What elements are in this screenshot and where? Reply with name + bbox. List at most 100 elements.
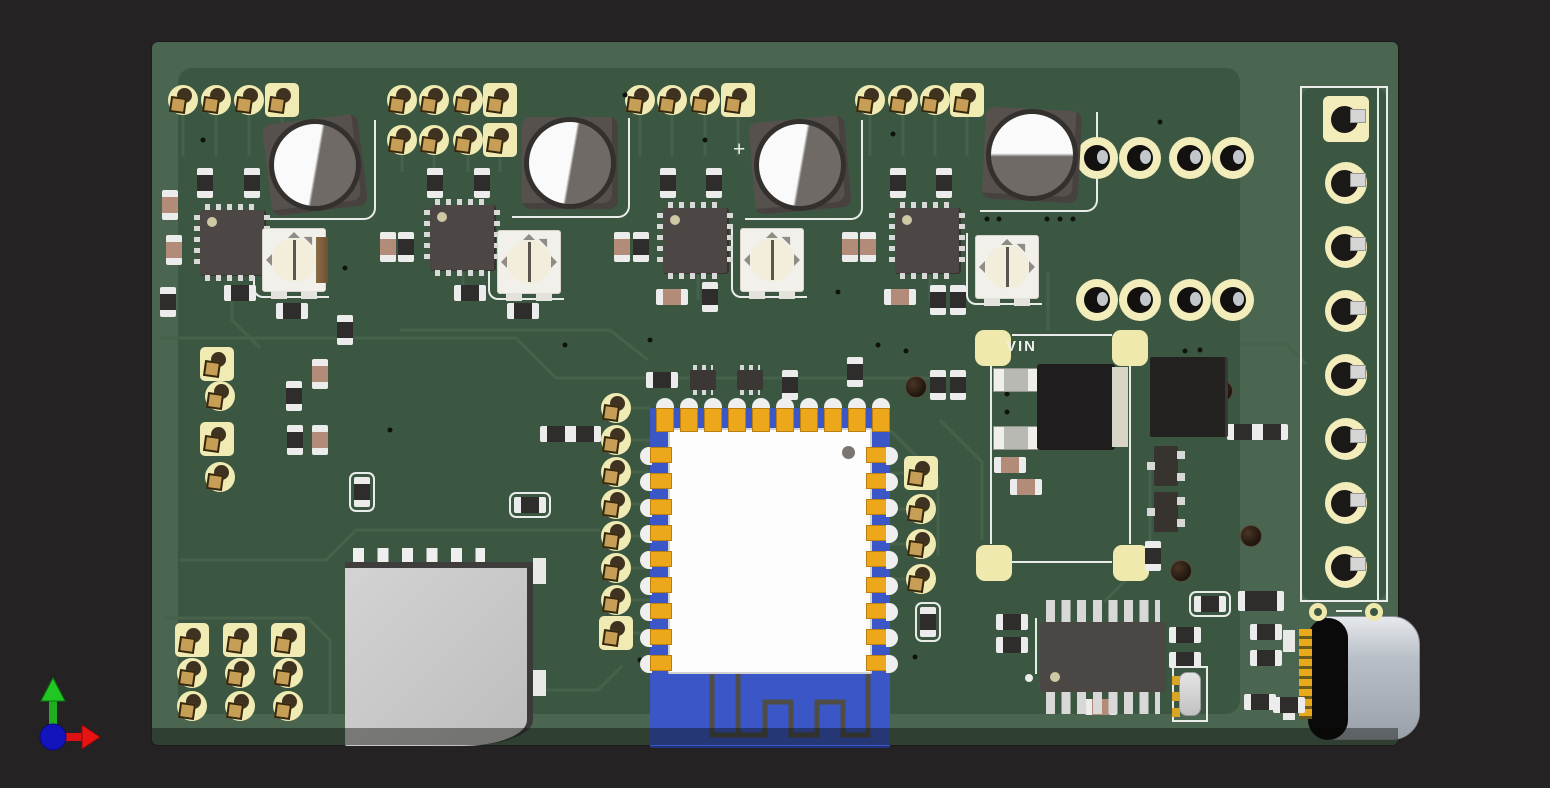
through-hole-pad bbox=[601, 489, 631, 519]
pin-tip bbox=[1350, 557, 1366, 571]
castellated-pad bbox=[650, 473, 672, 489]
solder-joint bbox=[800, 398, 818, 410]
smd-capacitor bbox=[646, 372, 678, 388]
crystal-pad bbox=[1172, 692, 1180, 701]
through-hole-pad bbox=[601, 457, 631, 487]
smd-capacitor bbox=[1169, 652, 1201, 668]
smd-capacitor bbox=[287, 425, 303, 455]
through-hole-pad bbox=[453, 125, 483, 155]
qfn-ic bbox=[657, 202, 733, 279]
smd-capacitor bbox=[996, 614, 1028, 630]
castellated-pad bbox=[866, 629, 888, 645]
dpak-tab bbox=[1112, 367, 1128, 447]
pin1-marker bbox=[902, 215, 912, 225]
solder-joint bbox=[776, 398, 794, 410]
solder-joint bbox=[640, 447, 652, 465]
connector-pad bbox=[1212, 279, 1254, 321]
smd-capacitor bbox=[996, 637, 1028, 653]
usb-pins bbox=[1299, 629, 1312, 719]
axis-y-arrow-icon bbox=[49, 699, 57, 737]
solder-joint bbox=[886, 577, 898, 595]
smd-capacitor bbox=[950, 370, 966, 400]
arrow-up-icon bbox=[766, 232, 778, 238]
through-hole-pad bbox=[888, 85, 918, 115]
trimmer-contact bbox=[316, 237, 328, 283]
sd-card-socket bbox=[345, 548, 546, 746]
through-hole-pad bbox=[657, 85, 687, 115]
smd-capacitor bbox=[1227, 424, 1259, 440]
through-hole-pad bbox=[906, 529, 936, 559]
round-component bbox=[1170, 560, 1192, 582]
arrow-left-icon bbox=[744, 254, 750, 266]
smd-capacitor bbox=[1273, 697, 1305, 713]
via-dot bbox=[1004, 391, 1010, 397]
sot23-transistor bbox=[1147, 492, 1185, 532]
smd-capacitor bbox=[349, 472, 375, 512]
via-dot bbox=[622, 92, 628, 98]
header-pin-pad bbox=[1325, 418, 1367, 460]
through-hole-pad bbox=[419, 125, 449, 155]
silkscreen-bracket bbox=[512, 118, 630, 218]
smd-resistor bbox=[380, 232, 396, 262]
pin-tip bbox=[1350, 493, 1366, 507]
via-dot bbox=[702, 137, 708, 143]
header-pin-pad bbox=[1323, 96, 1369, 142]
via-dot bbox=[912, 654, 918, 660]
through-hole-pad bbox=[906, 564, 936, 594]
header-pin-pad bbox=[1325, 162, 1367, 204]
trimmer-slot bbox=[293, 240, 296, 280]
connector-pad bbox=[1169, 279, 1211, 321]
smd-transistor bbox=[690, 365, 716, 395]
smd-resistor bbox=[166, 235, 182, 265]
through-hole-pad bbox=[273, 691, 303, 721]
solder-joint bbox=[640, 525, 652, 543]
smd-capacitor bbox=[1256, 424, 1288, 440]
sot23-transistor bbox=[1147, 446, 1185, 486]
pin-tip bbox=[1350, 301, 1366, 315]
arrow-left-icon bbox=[266, 254, 272, 266]
smd-capacitor bbox=[702, 282, 718, 312]
antenna-trace bbox=[709, 668, 871, 738]
through-hole-pad bbox=[950, 83, 984, 117]
crystal-oscillator bbox=[1179, 672, 1201, 716]
smd-resistor bbox=[656, 289, 688, 305]
solder-joint bbox=[640, 603, 652, 621]
mounting-pad bbox=[1365, 603, 1383, 621]
solder-joint bbox=[640, 655, 652, 673]
solder-joint bbox=[824, 398, 842, 410]
trimmer-potentiometer bbox=[975, 235, 1039, 306]
castellated-pad bbox=[848, 408, 866, 432]
smd-resistor bbox=[312, 425, 328, 455]
through-hole-pad bbox=[205, 462, 235, 492]
smd-capacitor bbox=[244, 168, 260, 198]
connector-pad bbox=[1119, 279, 1161, 321]
castellated-pad bbox=[650, 655, 672, 671]
pin1-marker bbox=[670, 215, 680, 225]
solder-joint bbox=[656, 398, 674, 410]
solder-joint bbox=[640, 499, 652, 517]
smd-capacitor bbox=[782, 370, 798, 400]
castellated-pad bbox=[866, 655, 888, 671]
header-pin-pad bbox=[1325, 226, 1367, 268]
solder-joint bbox=[704, 398, 722, 410]
castellated-pad bbox=[680, 408, 698, 432]
smd-capacitor bbox=[930, 370, 946, 400]
usb-mount-pad bbox=[1283, 630, 1295, 652]
solder-joint bbox=[640, 473, 652, 491]
trimmer-slot bbox=[771, 240, 774, 280]
silkscreen-line bbox=[1129, 366, 1131, 544]
arrow-right-icon bbox=[794, 254, 800, 266]
through-hole-pad bbox=[225, 658, 255, 688]
through-hole-pad bbox=[205, 381, 235, 411]
smd-capacitor bbox=[915, 602, 941, 642]
via-dot bbox=[890, 131, 896, 137]
smd-resistor bbox=[312, 359, 328, 389]
header-pin-pad bbox=[1325, 482, 1367, 524]
smd-resistor bbox=[1010, 479, 1042, 495]
via-dot bbox=[387, 427, 393, 433]
through-hole-pad bbox=[273, 658, 303, 688]
dpak-lead bbox=[993, 426, 1041, 450]
solder-joint bbox=[872, 398, 890, 410]
smd-capacitor bbox=[276, 303, 308, 319]
